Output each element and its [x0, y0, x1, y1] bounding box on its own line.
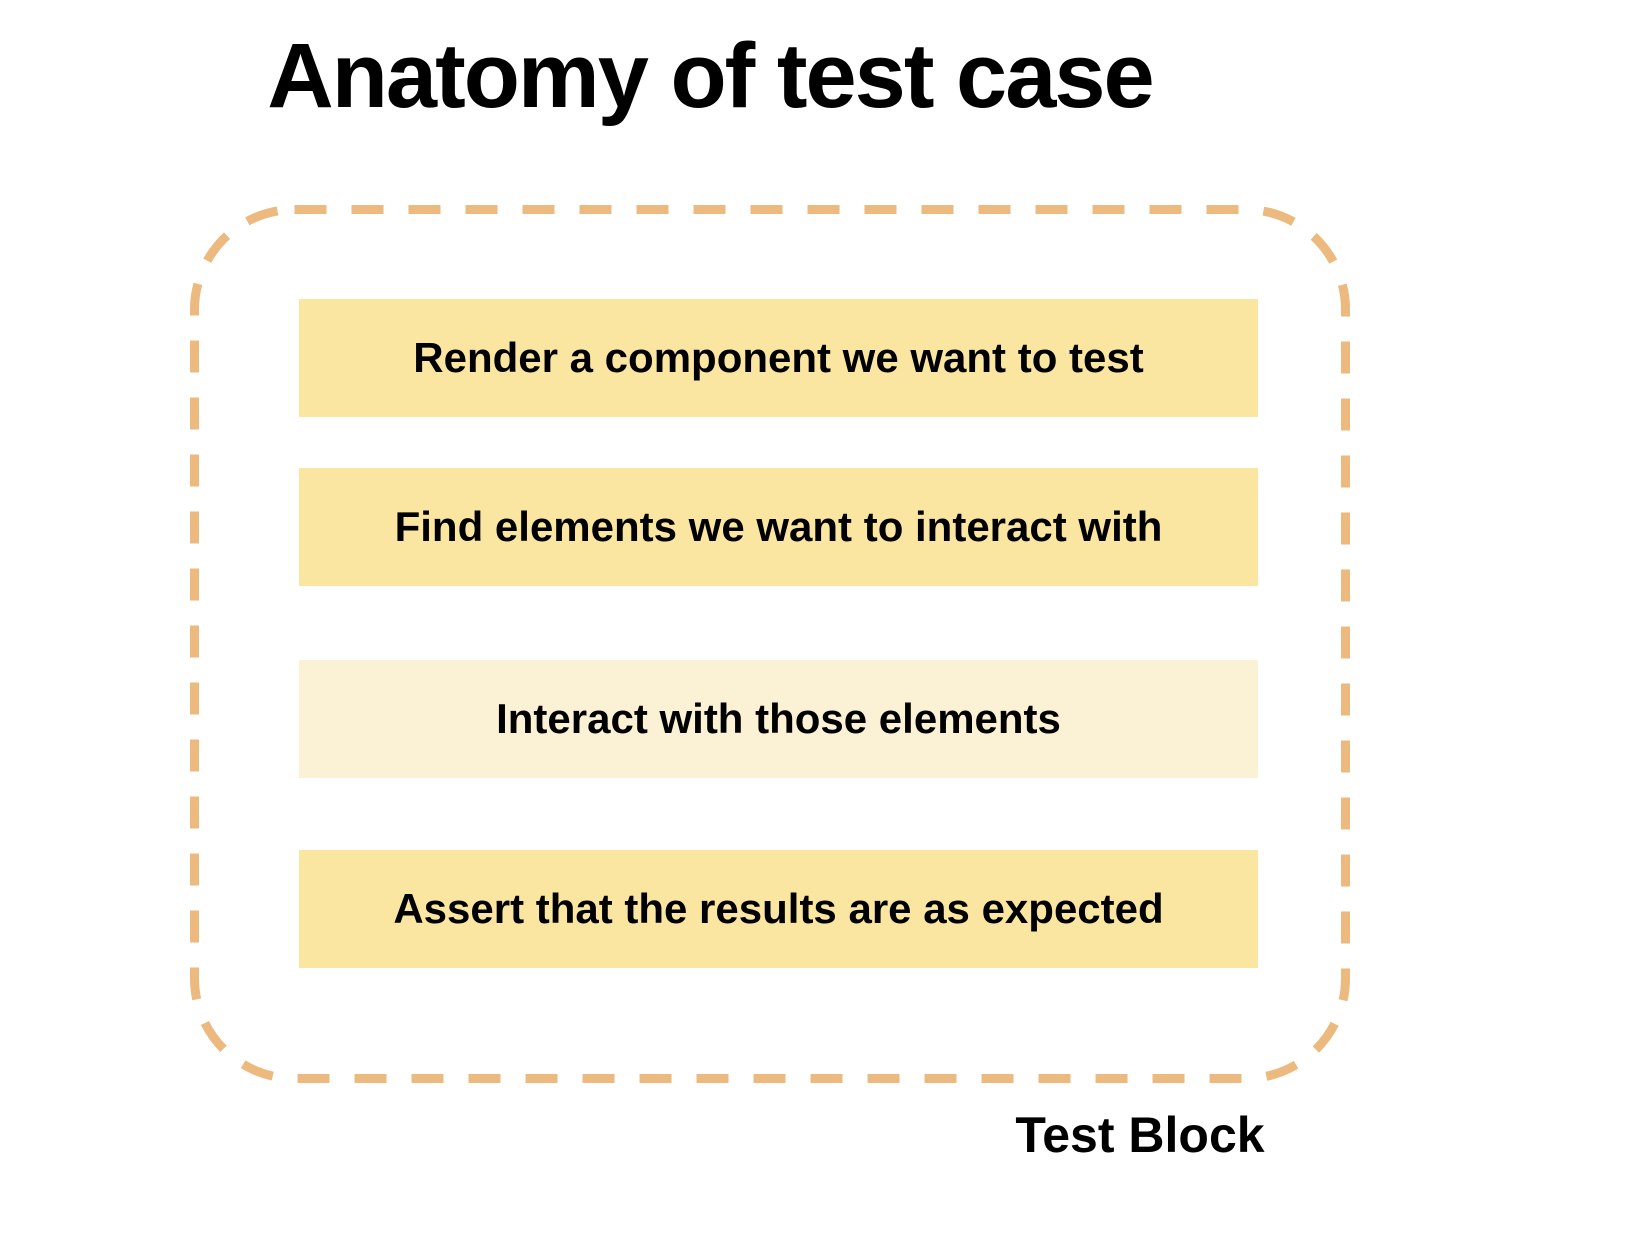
step-label: Interact with those elements [496, 695, 1061, 742]
step-render-component: Render a component we want to test [299, 299, 1258, 417]
step-label: Find elements we want to interact with [394, 503, 1163, 550]
test-block-dashed-border [190, 205, 1350, 1083]
step-label: Assert that the results are as expected [393, 885, 1164, 932]
step-interact-elements: Interact with those elements [299, 660, 1258, 778]
step-assert-results: Assert that the results are as expected [299, 850, 1258, 968]
test-block-caption: Test Block [1015, 1107, 1265, 1163]
page-title: Anatomy of test case [267, 25, 1154, 127]
step-find-elements: Find elements we want to interact with [299, 468, 1258, 586]
step-label: Render a component we want to test [413, 334, 1144, 381]
